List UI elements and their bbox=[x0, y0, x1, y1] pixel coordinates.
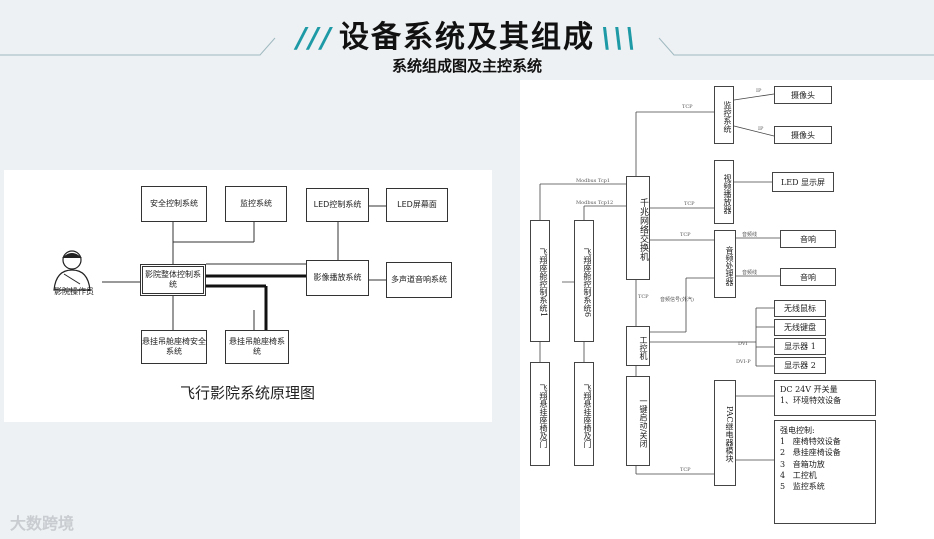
label-ip-2: IP bbox=[758, 126, 764, 132]
box-seat-safety: 悬挂吊舱座椅安全系统 bbox=[141, 330, 207, 364]
operator-label: 影院操作员 bbox=[54, 287, 94, 296]
strong-item: 5 监控系统 bbox=[780, 481, 870, 492]
box-seat-control-1: 飞翔座舱控制系统1 bbox=[530, 220, 550, 342]
title-deco-right: \\\ bbox=[601, 21, 638, 54]
label-ip-1: IP bbox=[756, 88, 762, 94]
box-wireless-keyboard: 无线键盘 bbox=[774, 319, 826, 336]
label-dvi-2: DVI-P bbox=[736, 359, 751, 365]
page-subtitle: 系统组成图及主控系统 bbox=[391, 57, 542, 75]
box-speaker-1: 音响 bbox=[780, 230, 836, 248]
strong-item-number: 2 bbox=[780, 448, 786, 458]
box-camera-2: 摄像头 bbox=[774, 126, 832, 144]
label-modbus-1: Modbus Tcp1 bbox=[576, 178, 611, 184]
title-text: 设备系统及其组成 bbox=[339, 20, 595, 55]
box-display-1: 显示器 1 bbox=[774, 338, 826, 355]
dc-line-1: DC 24V 开关量 bbox=[780, 385, 838, 394]
strong-control-title: 强电控制: bbox=[780, 426, 815, 435]
label-tcp-monitor: TCP bbox=[682, 104, 693, 110]
label-audio-signal: 音频信号(外汽) bbox=[660, 297, 694, 303]
box-seat-system: 悬挂吊舱座椅系统 bbox=[225, 330, 289, 364]
box-led-screen: LED屏幕面 bbox=[386, 188, 448, 222]
box-led-display: LED 显示屏 bbox=[772, 172, 834, 192]
box-led-control: LED控制系统 bbox=[306, 188, 369, 222]
header: ///设备系统及其组成\\\ 系统组成图及主控系统 bbox=[0, 0, 934, 90]
box-video-player: 视频播放器 bbox=[714, 160, 734, 224]
label-tcp-plc: TCP bbox=[680, 467, 691, 473]
title-deco-left: /// bbox=[296, 21, 333, 54]
strong-item-number: 4 bbox=[780, 470, 786, 480]
box-gigabit-switch: 千兆网络交换机 bbox=[626, 176, 650, 280]
page-title: ///设备系统及其组成\\\ bbox=[0, 12, 934, 56]
dc-line-2: 1、环境特效设备 bbox=[780, 396, 842, 406]
box-strong-control: 强电控制: 1 座椅特效设备 2 悬挂座椅设备 3 音箱功放 4 工控机 5 监… bbox=[774, 420, 876, 524]
strong-item-text: 监控系统 bbox=[792, 481, 825, 491]
label-dvi-1: DVI bbox=[738, 341, 748, 347]
box-monitor: 监控系统 bbox=[225, 186, 287, 222]
box-display-2: 显示器 2 bbox=[774, 357, 826, 374]
label-tcp-audio: TCP bbox=[680, 232, 691, 238]
strong-item: 2 悬挂座椅设备 bbox=[780, 447, 870, 458]
box-main-control: 影院整体控制系统 bbox=[140, 264, 206, 296]
label-tcp-ipc: TCP bbox=[638, 294, 649, 300]
strong-item-text: 工控机 bbox=[792, 470, 817, 480]
box-plc-relay: PAC继电器模块 bbox=[714, 380, 736, 486]
left-connectors bbox=[53, 205, 386, 330]
strong-item-number: 3 bbox=[780, 459, 786, 469]
label-audio-line-2: 音频线 bbox=[742, 270, 758, 276]
strong-item: 3 音箱功放 bbox=[780, 459, 870, 470]
strong-item-number: 1 bbox=[780, 437, 786, 447]
strong-item: 4 工控机 bbox=[780, 470, 870, 481]
box-wireless-mouse: 无线鼠标 bbox=[774, 300, 826, 317]
operator-figure bbox=[53, 250, 91, 291]
box-security: 安全控制系统 bbox=[141, 186, 207, 222]
label-audio-line-1: 音频线 bbox=[742, 232, 758, 238]
box-multi-audio: 多声道音响系统 bbox=[386, 262, 452, 298]
box-seat-door-1: 飞翔悬挂座椅及门 bbox=[530, 362, 550, 466]
box-speaker-2: 音响 bbox=[780, 268, 836, 286]
left-diagram-caption: 飞行影院系统原理图 bbox=[180, 384, 316, 402]
label-modbus-2: Modbus Tcp12 bbox=[576, 200, 614, 206]
right-diagram-panel: 千兆网络交换机 监控系统 摄像头 摄像头 视频播放器 LED 显示屏 音频处理器… bbox=[520, 80, 934, 539]
box-one-key-start: 一键启动/关闭 bbox=[626, 376, 650, 466]
left-diagram-panel: 安全控制系统 监控系统 LED控制系统 LED屏幕面 影院整体控制系统 影像播放… bbox=[4, 170, 492, 422]
box-video-play: 影像播放系统 bbox=[306, 260, 369, 296]
strong-item-text: 悬挂座椅设备 bbox=[792, 448, 841, 458]
box-dc-24v: DC 24V 开关量 1、环境特效设备 bbox=[774, 380, 876, 416]
strong-item-text: 座椅特效设备 bbox=[792, 437, 841, 447]
header-deco bbox=[0, 37, 934, 56]
box-audio-processor: 音频处理器 bbox=[714, 230, 736, 298]
strong-item-number: 5 bbox=[780, 481, 786, 491]
box-monitor-system: 监控系统 bbox=[714, 86, 734, 144]
box-ipc: 工控机 bbox=[626, 326, 650, 366]
label-tcp-video: TCP bbox=[684, 201, 695, 207]
right-connectors bbox=[539, 93, 780, 475]
watermark: 大数跨境 bbox=[10, 514, 75, 533]
strong-item: 1 座椅特效设备 bbox=[780, 436, 870, 447]
box-camera-1: 摄像头 bbox=[774, 86, 832, 104]
box-seat-door-6: 飞翔悬挂座椅及门 bbox=[574, 362, 594, 466]
box-seat-control-6: 飞翔座舱控制系统6 bbox=[574, 220, 594, 342]
strong-item-text: 音箱功放 bbox=[792, 459, 825, 469]
